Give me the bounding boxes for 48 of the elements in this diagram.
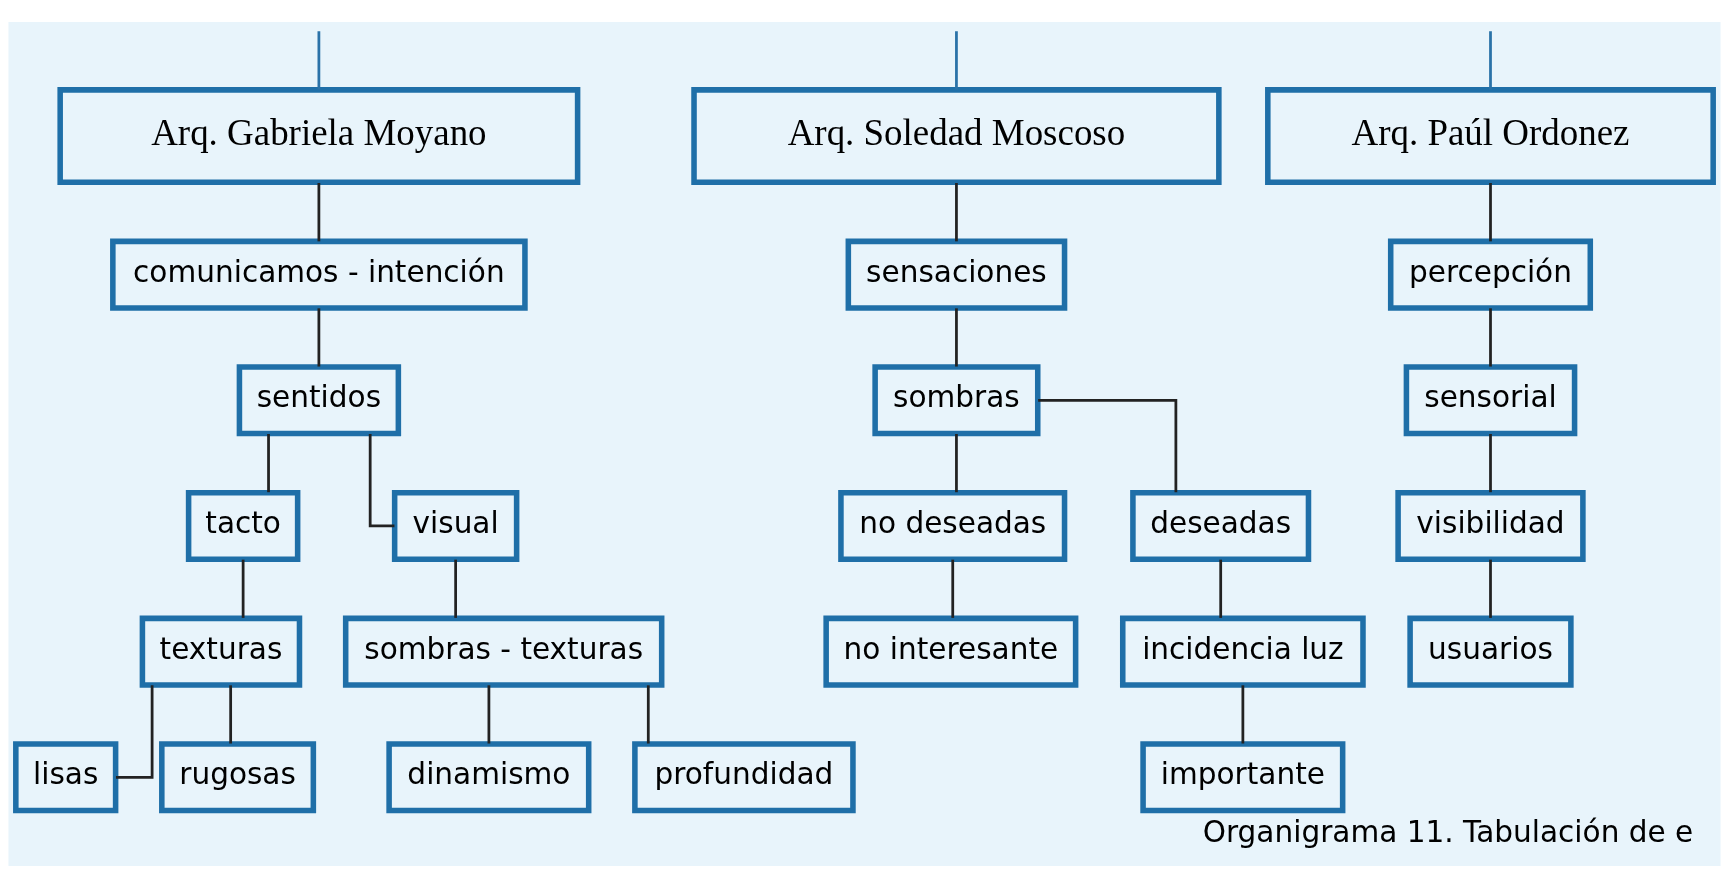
connector: [317, 31, 321, 90]
node-box: comunicamos - intención: [110, 238, 528, 311]
node-box: sombras - texturas: [342, 615, 665, 688]
node-box: no deseadas: [838, 489, 1068, 562]
connector: [1489, 559, 1492, 618]
node-box: dinamismo: [386, 741, 592, 814]
connector: [955, 434, 958, 493]
node-box: Arq. Paúl Ordonez: [1265, 87, 1716, 186]
node-box: Arq. Gabriela Moyano: [57, 87, 581, 186]
connector: [115, 685, 154, 779]
connector: [1219, 559, 1223, 618]
node-box: lisas: [13, 741, 119, 814]
connector: [1489, 434, 1492, 493]
node-box: incidencia luz: [1120, 615, 1366, 688]
connector: [229, 685, 233, 744]
node-box: sensaciones: [845, 238, 1068, 311]
connector: [1489, 183, 1492, 242]
node-box: deseadas: [1130, 489, 1312, 562]
connector: [1038, 398, 1178, 493]
node-box: tacto: [185, 489, 301, 562]
connector: [267, 434, 270, 493]
node-box: no interesante: [823, 615, 1079, 688]
node-box: usuarios: [1407, 615, 1574, 688]
node-box: visibilidad: [1395, 489, 1586, 562]
node-box: sensorial: [1403, 364, 1578, 437]
connector: [955, 183, 958, 242]
connector: [1489, 31, 1492, 90]
connector: [454, 559, 458, 618]
connector: [955, 308, 958, 367]
node-box: importante: [1140, 741, 1346, 814]
node-box: sombras: [872, 364, 1041, 437]
connector: [487, 685, 491, 744]
connector: [646, 685, 650, 744]
connector: [1489, 308, 1492, 367]
connector: [241, 559, 245, 618]
connector: [317, 308, 321, 367]
node-box: rugosas: [159, 741, 317, 814]
connector: [317, 183, 321, 242]
node-box: profundidad: [632, 741, 856, 814]
connector: [955, 31, 958, 90]
connector: [951, 559, 955, 618]
node-box: percepción: [1387, 238, 1594, 311]
caption: Organigrama 11. Tabulación de e: [1202, 814, 1694, 849]
node-box: sentidos: [236, 364, 402, 437]
node-box: Arq. Soledad Moscoso: [691, 87, 1222, 186]
node-box: visual: [391, 489, 520, 562]
node-box: texturas: [139, 615, 303, 688]
connector: [1241, 685, 1245, 744]
